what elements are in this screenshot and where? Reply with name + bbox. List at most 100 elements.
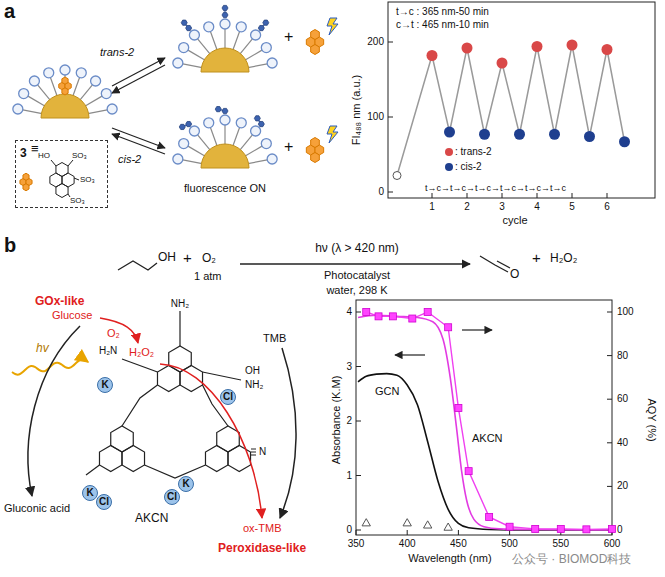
- tick: [388, 42, 393, 43]
- data-point: [619, 136, 630, 147]
- host-ring: [44, 68, 54, 78]
- axis-tick: 500: [501, 538, 518, 550]
- axis-tick: 100: [617, 306, 634, 318]
- tick: [509, 530, 510, 535]
- axis-pointer: [395, 354, 425, 355]
- spectrum-chart: [356, 300, 616, 535]
- ion-circle: Cl: [164, 489, 180, 505]
- ring: [222, 5, 228, 10]
- bond: [251, 449, 256, 450]
- reaction-path: [280, 348, 296, 518]
- ring: [311, 45, 320, 55]
- condition-note: 1 atm: [194, 270, 222, 283]
- data-point: [462, 43, 473, 54]
- substrate-label: Glucose: [52, 309, 92, 322]
- ring: [222, 12, 228, 17]
- reference-point: [424, 521, 432, 528]
- light-symbol: [327, 126, 338, 143]
- tick: [356, 475, 361, 476]
- legend-item: : trans-2: [445, 146, 492, 158]
- aqy-point: [557, 525, 564, 532]
- bond: [145, 465, 206, 478]
- reaction-path: [100, 318, 138, 343]
- condition-note: Photocatalyst: [324, 269, 390, 282]
- axis-tick: 40: [617, 437, 628, 449]
- species-label: O₂: [106, 327, 121, 340]
- akcn-curve: [358, 315, 612, 530]
- tick: [407, 530, 408, 535]
- ion-symbol: K: [86, 487, 93, 499]
- data-point: [444, 127, 455, 138]
- ligand-chain: [188, 146, 206, 157]
- ring: [179, 124, 185, 129]
- atom-label: OH: [158, 251, 176, 265]
- gold-particle: [41, 94, 89, 118]
- ligand-chain: [198, 39, 211, 55]
- ligand-chain: [79, 85, 92, 101]
- ring: [56, 163, 68, 177]
- ion-circle: K: [97, 377, 113, 393]
- tick: [432, 193, 433, 198]
- axis-tick: 4: [534, 201, 540, 213]
- axis-tick: 100: [367, 111, 384, 123]
- ion-symbol: Cl: [167, 491, 177, 503]
- aqy-point: [465, 468, 472, 475]
- aqy-point: [486, 513, 493, 520]
- tick: [607, 442, 612, 443]
- data-point: [514, 129, 525, 140]
- axis-tick: 1: [429, 201, 435, 213]
- ligand-chain: [244, 50, 262, 61]
- reference-point: [403, 519, 411, 526]
- bond: [122, 359, 158, 372]
- gold-particle: [201, 144, 249, 168]
- ring: [157, 366, 180, 392]
- aqy-point: [389, 313, 396, 320]
- series-label: GCN: [375, 385, 399, 398]
- ring: [311, 138, 320, 148]
- ring: [263, 20, 269, 25]
- tick: [467, 193, 468, 198]
- host-ring: [261, 139, 271, 149]
- tick: [607, 193, 608, 198]
- ligand-chain: [84, 96, 102, 107]
- ring: [258, 25, 264, 30]
- data-point: [602, 44, 613, 55]
- inset-box: 3: [15, 140, 108, 208]
- atom-label: OH: [244, 365, 261, 377]
- product-label: ox-TMB: [243, 522, 282, 535]
- ring: [311, 153, 320, 163]
- material-label: AKCN: [135, 512, 168, 526]
- data-point: [497, 58, 508, 69]
- double-bond: [497, 261, 510, 268]
- ring: [23, 184, 29, 191]
- equivalence-sign: ≡: [31, 142, 39, 157]
- cycle-chart: [388, 2, 655, 198]
- tick: [356, 530, 357, 535]
- ligand-chain: [239, 135, 252, 151]
- axis-tick: 3: [499, 201, 505, 213]
- ligand-chain: [247, 64, 268, 68]
- host-ring: [204, 22, 214, 32]
- aqy-point: [409, 315, 416, 322]
- ligand-chain: [198, 135, 211, 151]
- ligand-chain: [23, 110, 44, 114]
- axis-tick: 6: [604, 201, 610, 213]
- axis-title: Absorbance (K.M): [330, 376, 343, 465]
- host-ring: [101, 89, 111, 99]
- ring: [99, 446, 122, 472]
- plus-sign: +: [183, 249, 192, 266]
- ligand-chain: [72, 78, 79, 98]
- host-ring: [189, 30, 199, 40]
- bond: [68, 160, 73, 166]
- tick: [607, 399, 612, 400]
- host-ring: [107, 104, 117, 114]
- ion-symbol: K: [182, 478, 189, 490]
- ligand-chain: [28, 96, 46, 107]
- light-label: hv: [36, 342, 49, 356]
- data-point: [479, 129, 490, 140]
- tick: [356, 366, 361, 367]
- ligand-chain: [232, 32, 239, 52]
- tick: [537, 193, 538, 198]
- species-label: H₂O₂: [128, 346, 155, 359]
